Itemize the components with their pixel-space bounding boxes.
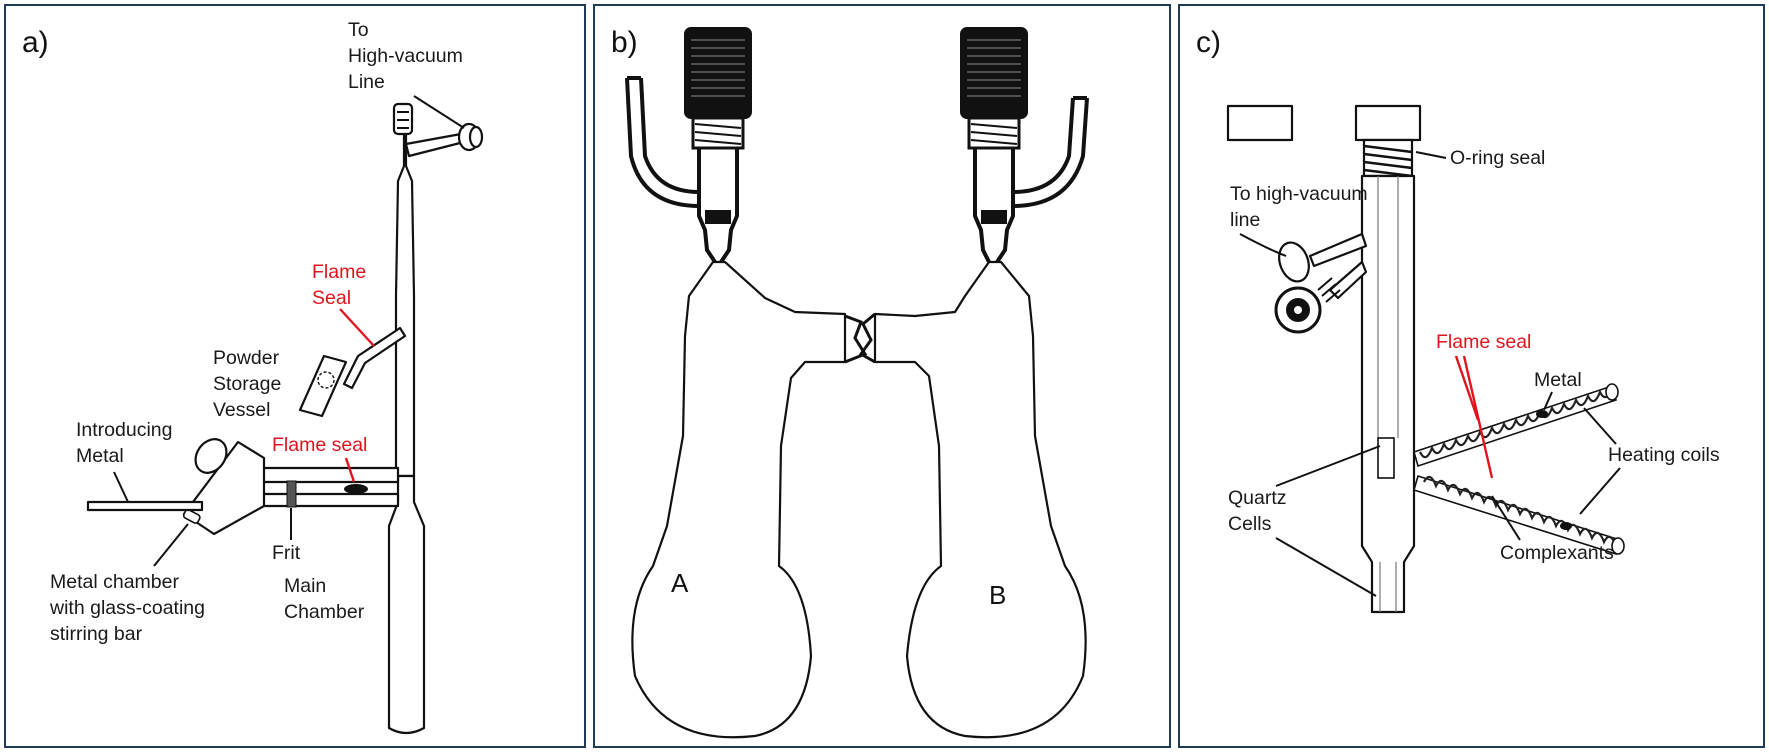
column-body-tube: [1360, 174, 1416, 614]
column-group: [1354, 104, 1422, 614]
label-cells: Cells: [1228, 513, 1272, 535]
leader-flame-seal-top: [339, 308, 375, 347]
label-to: To: [348, 19, 369, 41]
leader-to-vacuum: [413, 95, 465, 129]
leader-flame-seal-bottom: [344, 457, 356, 483]
quartz-cell-upper: [1377, 437, 1395, 479]
label-flame-top: Flame: [312, 261, 366, 283]
leader-metal-chamber: [153, 523, 189, 567]
vessel-a-letter: A: [671, 568, 689, 598]
panel-b: b) A: [593, 4, 1171, 748]
upper-coil: [1413, 383, 1619, 468]
leader-quartz-upper: [1275, 445, 1381, 487]
label-chamber: Chamber: [284, 601, 365, 623]
panel-b-label: b): [611, 26, 638, 59]
panel-b-diagram: b) A: [611, 26, 1089, 739]
label-frit: Frit: [272, 542, 301, 564]
leader-flame-seal-c-2: [1462, 355, 1494, 479]
label-vessel: Vessel: [213, 399, 270, 421]
flame-seal-bottom-mark: [344, 484, 368, 494]
label-seal-top: Seal: [312, 287, 351, 309]
vacuum-joint-c: [1278, 241, 1310, 283]
leader-metal-c: [1543, 391, 1553, 411]
label-main: Main: [284, 575, 326, 597]
label-quartz: Quartz: [1228, 487, 1287, 509]
label-metal-c: Metal: [1534, 369, 1582, 391]
main-chamber-vessel: [387, 474, 426, 735]
label-complexants: Complexants: [1500, 542, 1614, 564]
label-storage: Storage: [213, 373, 281, 395]
panel-a-label: a): [22, 26, 49, 59]
introducing-metal-rod: [86, 500, 204, 512]
lower-coil: [1413, 474, 1625, 556]
leader-complexants: [1491, 495, 1521, 541]
panel-c-final: c) O-ring se: [1178, 4, 1765, 748]
label-oring-seal: O-ring seal: [1450, 147, 1545, 169]
label-high-vacuum: High-vacuum: [348, 45, 463, 67]
column-top-cap: [1354, 104, 1422, 142]
leader-quartz-lower: [1275, 537, 1377, 597]
frit-disk: [286, 480, 297, 508]
label-stirring-bar: stirring bar: [50, 623, 143, 645]
label-metal-chamber: Metal chamber: [50, 571, 179, 593]
label-introducing: Introducing: [76, 419, 172, 441]
powder-storage-vessel: [298, 354, 348, 418]
vacuum-side-arm-c: [1308, 232, 1368, 268]
leader-heating-upper: [1583, 407, 1617, 445]
vessel-b-letter: B: [989, 580, 1006, 610]
label-vacuum-line: line: [1230, 209, 1260, 231]
label-metal: Metal: [76, 445, 124, 467]
panel-a-diagram: a) To High-vacuum Line Flame Seal Powder…: [22, 19, 484, 735]
label-powder: Powder: [213, 347, 280, 369]
label-heating-coils: Heating coils: [1608, 444, 1720, 466]
horizontal-tube-upper: [254, 466, 400, 484]
label-flame-seal-bottom: Flame seal: [272, 434, 367, 456]
powder-side-arm: [342, 326, 407, 390]
panel-a: a) To High-vacuum Line Flame Seal Powder…: [4, 4, 586, 748]
horizontal-tube-lower: [254, 492, 400, 508]
leader-oring: [1415, 151, 1447, 159]
stirring-bar: [182, 508, 201, 524]
panel-c-title: c): [1196, 26, 1221, 59]
label-glass-coating: with glass-coating: [49, 597, 205, 619]
leader-flame-seal-c-1: [1454, 355, 1480, 421]
vessel-b-apparatus: B: [873, 27, 1089, 739]
panel-c-render: c) O-ring se: [1196, 26, 1720, 614]
leader-heating-lower: [1579, 467, 1621, 515]
main-vertical-tube: [394, 132, 416, 478]
label-flame-seal-c: Flame seal: [1436, 331, 1531, 353]
vessel-a-apparatus: A: [625, 27, 847, 739]
vacuum-joint-cap: [468, 125, 484, 149]
vacuum-side-arm: [404, 132, 466, 158]
label-line: Line: [348, 71, 385, 93]
label-to-high-vacuum: To high-vacuum: [1230, 183, 1368, 205]
stopcock-arm: [1328, 260, 1368, 300]
leader-to-vacuum-c: [1239, 233, 1287, 257]
quartz-column: [1226, 104, 1294, 142]
leader-introducing-metal: [113, 471, 129, 503]
